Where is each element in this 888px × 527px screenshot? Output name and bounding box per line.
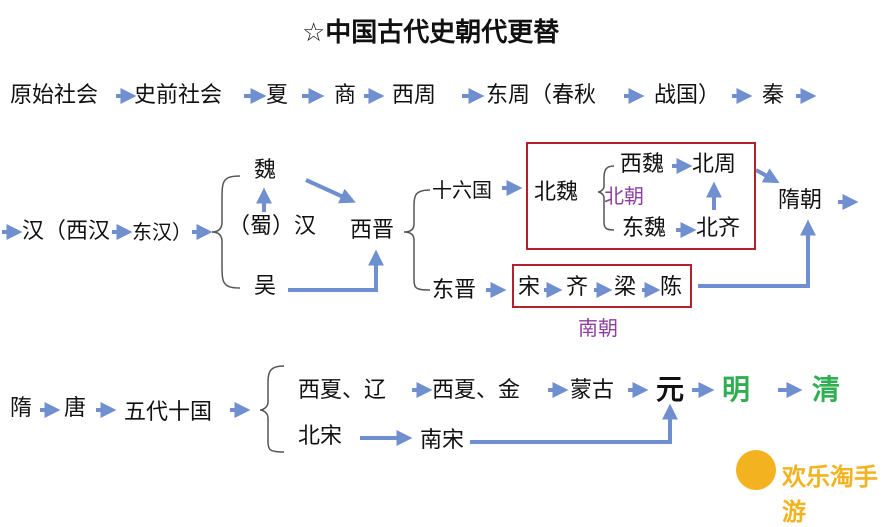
node-qin: 秦 (762, 83, 785, 108)
node-yuan: 元 (656, 373, 685, 406)
node-qi: 齐 (566, 275, 589, 300)
watermark-text: 欢乐淘手游 (782, 463, 878, 526)
node-song: 宋 (518, 275, 541, 300)
node-nansong: 南宋 (420, 428, 465, 453)
node-qing: 清 (812, 373, 841, 406)
node-yuanshi: 原始社会 (10, 83, 99, 108)
node-wei: 魏 (254, 158, 277, 183)
node-xixia-jin: 西夏、金 (432, 378, 521, 403)
arrow-wei-xijin (305, 178, 356, 204)
node-menggu: 蒙古 (570, 378, 615, 403)
node-dongjin: 东晋 (432, 278, 477, 303)
node-wu: 吴 (254, 274, 277, 299)
node-ming: 明 (722, 373, 751, 406)
node-suichao: 隋朝 (778, 188, 823, 213)
node-xijin: 西晋 (350, 218, 395, 243)
node-tang: 唐 (64, 396, 87, 421)
node-shang: 商 (334, 83, 357, 108)
arrow-wu-xijin (288, 249, 384, 292)
node-donghan: 东汉） (132, 220, 192, 244)
watermark-logo (736, 450, 776, 490)
brace-wudai (259, 365, 285, 453)
page-title: ☆中国古代史朝代更替 (302, 18, 560, 48)
nanchao-box (512, 264, 692, 308)
node-shuhan: （蜀）汉 (228, 214, 317, 239)
node-dongwei: 东魏 (622, 216, 667, 241)
node-chen: 陈 (660, 275, 683, 300)
node-wudai: 五代十国 (124, 400, 213, 425)
node-zhanguo: 战国） (654, 83, 721, 108)
node-xizhou: 西周 (392, 83, 437, 108)
node-beiqi: 北齐 (696, 216, 741, 241)
brace-xijin (403, 189, 431, 291)
diagram-connectors (2, 88, 859, 453)
beichao-box (526, 142, 756, 250)
brace-beiwei (597, 165, 615, 231)
node-shiliuguo: 十六国 (432, 178, 492, 202)
node-beizhou: 北周 (692, 152, 737, 177)
node-beiwei: 北魏 (534, 180, 579, 205)
node-sui: 隋 (10, 396, 33, 421)
node-han: 汉（西汉 (22, 219, 111, 244)
arrow-beizhou-sui (755, 168, 780, 184)
brace-han (211, 175, 241, 289)
arrow-nansong-yuan (470, 403, 678, 444)
node-xixia-liao: 西夏、辽 (298, 378, 387, 403)
label-nanchao: 南朝 (578, 316, 618, 340)
node-liang: 梁 (614, 275, 637, 300)
node-dongzhou: 东周（春秋 (486, 83, 597, 108)
arrow-chen-sui (698, 219, 816, 288)
node-beisong: 北宋 (298, 424, 343, 449)
node-xia: 夏 (266, 83, 289, 108)
label-beichao: 北朝 (604, 184, 644, 208)
node-shiqian: 史前社会 (134, 83, 223, 108)
node-xiwei: 西魏 (620, 152, 665, 177)
